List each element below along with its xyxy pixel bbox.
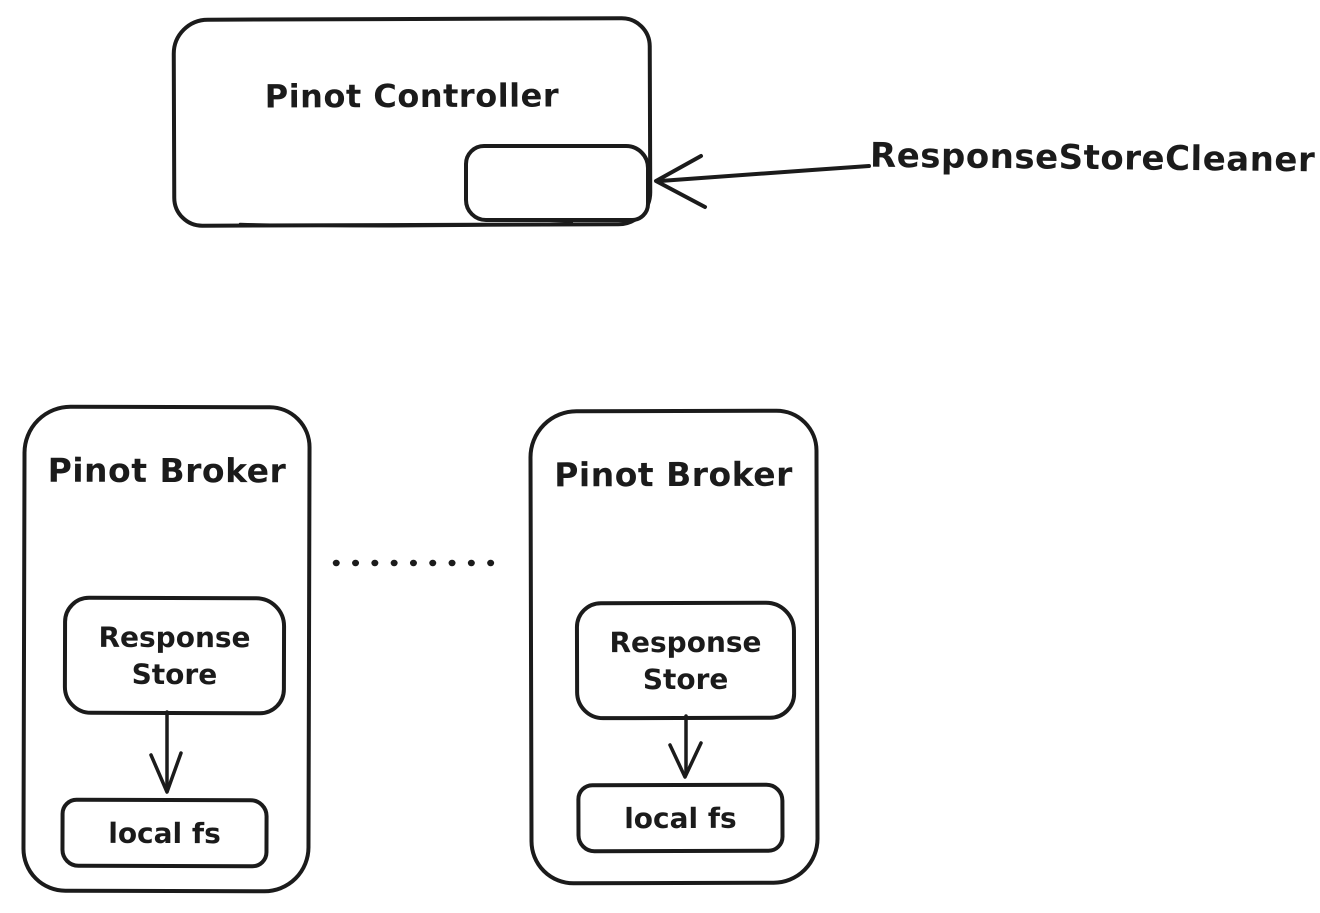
response-store-cleaner-label: ResponseStoreCleaner bbox=[869, 135, 1316, 181]
response-store-box-right: Response Store bbox=[574, 600, 797, 721]
cleaner-arrow-line bbox=[658, 164, 871, 183]
pinot-broker-box-left: Pinot Broker Response Store local fs bbox=[21, 404, 312, 894]
local-fs-box-left: local fs bbox=[60, 797, 269, 869]
local-fs-label-right: local fs bbox=[624, 801, 737, 835]
local-fs-box-right: local fs bbox=[576, 782, 785, 854]
cleaner-arrow bbox=[654, 154, 871, 209]
cleaner-component-box bbox=[464, 144, 650, 222]
pinot-broker-label-left: Pinot Broker bbox=[47, 450, 287, 491]
response-store-label-right: Response Store bbox=[609, 625, 762, 696]
pinot-controller-label: Pinot Controller bbox=[264, 76, 560, 116]
pinot-broker-box-right: Pinot Broker Response Store local fs bbox=[528, 408, 820, 886]
pinot-broker-label-right: Pinot Broker bbox=[554, 454, 793, 495]
local-fs-label-left: local fs bbox=[108, 816, 221, 850]
response-store-label-left: Response Store bbox=[98, 620, 251, 691]
response-store-box-left: Response Store bbox=[62, 595, 287, 716]
cleaner-arrowhead bbox=[654, 154, 707, 209]
